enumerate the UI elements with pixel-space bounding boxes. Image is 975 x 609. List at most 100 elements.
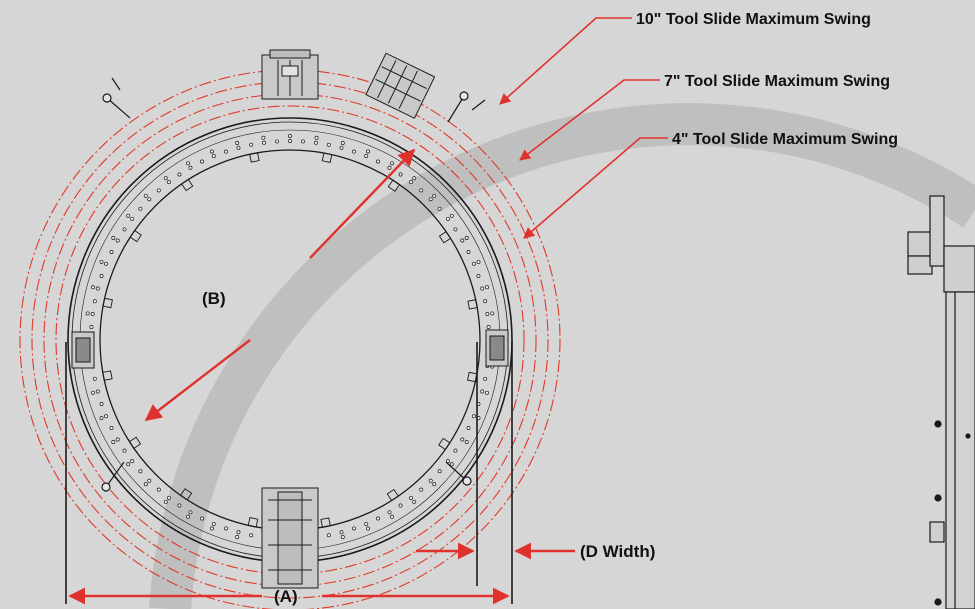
label-dim-b: (B)	[202, 289, 226, 308]
label-swing-10: 10" Tool Slide Maximum Swing	[636, 11, 871, 28]
bolt-hole	[437, 206, 442, 211]
bolt-hole	[99, 402, 104, 406]
bolt-hole	[288, 139, 292, 143]
bolt-hole	[466, 250, 471, 254]
handle-knobs	[101, 77, 486, 492]
bolt-hole	[156, 487, 161, 492]
bracket-pad	[128, 436, 142, 449]
bolt-hole	[224, 526, 228, 531]
bolt-hole	[364, 521, 369, 526]
bolt-hole	[209, 526, 214, 531]
side-view-drawing	[907, 195, 975, 609]
swing-leaders	[499, 17, 668, 239]
bolt-hole	[166, 495, 171, 500]
bolt-hole	[466, 426, 471, 430]
bolt-hole	[428, 478, 433, 483]
bolt-hole	[104, 414, 109, 419]
bolt-hole	[483, 299, 488, 304]
bolt-hole	[476, 274, 481, 278]
bracket-pad	[247, 517, 259, 528]
bracket-pad	[321, 152, 333, 163]
leader-swing-7	[519, 79, 660, 161]
bolt-hole	[249, 142, 254, 147]
bolt-hole	[460, 238, 465, 243]
bolt-hole	[138, 469, 143, 474]
bolt-hole	[261, 135, 266, 140]
bolt-hole	[471, 261, 476, 266]
leader-swing-10	[499, 17, 632, 105]
bolt-hole	[340, 535, 345, 539]
bolt-hole	[166, 180, 171, 185]
bolt-hole	[92, 299, 97, 304]
tool-module-top	[261, 49, 319, 100]
bolt-hole	[143, 482, 148, 487]
bolt-hole	[366, 149, 371, 154]
bolt-hole	[249, 533, 254, 538]
bolt-hole	[177, 172, 182, 177]
bolt-hole	[314, 135, 319, 140]
label-dim-a: (A)	[274, 587, 298, 606]
bolt-hole	[111, 236, 116, 240]
clamp-icon-left	[71, 331, 95, 369]
bolt-hole	[235, 141, 240, 145]
label-swing-4: 4" Tool Slide Maximum Swing	[672, 131, 898, 148]
bolt-hole	[464, 236, 469, 240]
bolt-hole	[115, 238, 120, 243]
tool-module-bottom	[261, 487, 319, 589]
bolt-hole	[209, 149, 214, 154]
bolt-hole	[109, 250, 114, 254]
bolt-hole	[163, 176, 168, 181]
bolt-hole	[224, 149, 228, 154]
bracket-pad	[249, 152, 260, 163]
bolt-hole	[91, 390, 95, 395]
bolt-hole	[352, 149, 356, 154]
bolt-hole	[99, 259, 104, 264]
bolt-hole	[419, 487, 424, 492]
bolt-hole	[130, 459, 135, 464]
clamp-icon-right	[485, 329, 509, 367]
bolt-hole	[449, 213, 454, 218]
bolt-hole	[99, 274, 104, 278]
bracket-pad	[387, 179, 401, 192]
bracket-pad	[181, 178, 194, 192]
bolt-hole	[387, 165, 392, 170]
bolt-hole	[409, 180, 414, 185]
bolt-hole	[188, 510, 193, 515]
bolt-hole	[390, 161, 394, 166]
bolt-hole	[99, 416, 104, 421]
bolt-hole	[91, 285, 95, 290]
bolt-hole	[398, 172, 403, 177]
bolt-hole	[485, 312, 490, 316]
bracket-pad	[102, 297, 113, 309]
bolt-hole	[200, 516, 204, 521]
bolt-hole	[85, 311, 90, 316]
bolt-hole	[453, 448, 458, 453]
bolt-hole	[95, 389, 100, 394]
bolt-hole	[339, 145, 344, 150]
bolt-hole	[115, 437, 120, 442]
bracket-pad	[438, 231, 452, 244]
bolt-hole	[432, 482, 437, 487]
bolt-hole	[186, 514, 190, 519]
bolt-hole	[480, 286, 485, 291]
bolt-hole	[211, 521, 216, 526]
dim-arrow-b-down	[144, 339, 251, 422]
bracket-pad	[179, 488, 193, 501]
bolt-hole	[485, 390, 489, 395]
bolt-hole	[163, 499, 168, 504]
bolt-hole	[147, 197, 152, 202]
bracket-pad	[467, 371, 478, 383]
bracket-pad	[129, 229, 142, 243]
bolt-hole	[126, 213, 131, 218]
bolt-hole	[412, 499, 417, 504]
bolt-hole	[200, 159, 204, 164]
bolt-hole	[235, 535, 240, 539]
bracket-pad	[320, 517, 331, 528]
dimension-lines	[65, 342, 513, 604]
bolt-hole	[326, 533, 331, 538]
bracket-pad	[438, 437, 451, 451]
bolt-hole	[390, 514, 394, 519]
label-swing-7: 7" Tool Slide Maximum Swing	[664, 73, 890, 90]
